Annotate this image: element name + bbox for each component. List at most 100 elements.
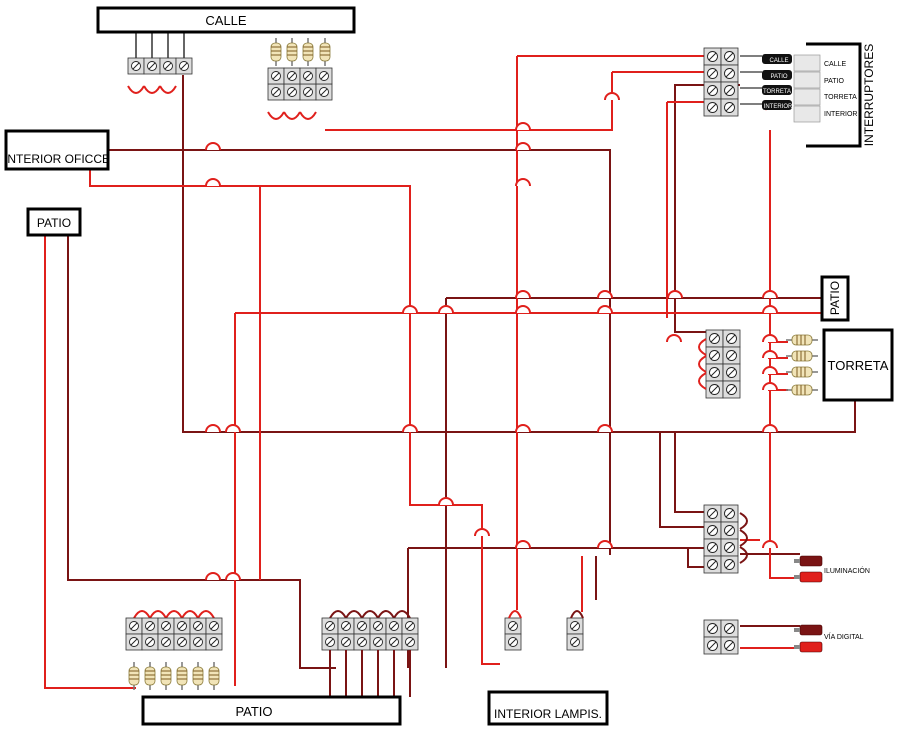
screw-slot — [390, 638, 398, 646]
terminal-block — [127, 57, 193, 75]
resistor-icon — [786, 384, 818, 396]
screw-slot — [288, 72, 296, 80]
resistor-icon — [786, 366, 818, 378]
terminal-block — [125, 617, 223, 635]
wire-hop — [597, 290, 613, 299]
screw-slot — [708, 103, 717, 112]
switch-label-calle: CALLE — [824, 61, 847, 68]
screw-slot — [162, 622, 170, 630]
terminal-block — [705, 329, 741, 399]
screw-slot — [326, 622, 334, 630]
wire-hop — [438, 497, 454, 506]
screw-slot — [725, 86, 734, 95]
patio-bottom-label: PATIO — [235, 704, 272, 719]
terminal-block — [267, 83, 333, 101]
screw-slot — [342, 622, 350, 630]
switch-group: CALLE CALLE PATIO PATIO TORRETA TORRETA … — [762, 54, 857, 123]
switch-tag-torreta: TORRETA — [763, 89, 791, 95]
jumper — [133, 610, 151, 619]
wire-hop — [762, 540, 778, 549]
screw-slot — [342, 638, 350, 646]
switch-patio[interactable]: PATIO PATIO — [762, 70, 845, 89]
wire-torreta-return — [660, 400, 856, 433]
jumper — [267, 111, 285, 120]
jumper — [149, 610, 167, 619]
resistor-icon — [192, 662, 204, 690]
patio-left-label: PATIO — [37, 216, 71, 230]
resistor-icon — [319, 38, 331, 66]
screw-slot — [727, 385, 736, 394]
screw-slot — [708, 86, 717, 95]
calle-label: CALLE — [205, 13, 247, 28]
jumper — [508, 610, 522, 619]
screw-slot — [320, 88, 328, 96]
wire-calle-down — [182, 75, 704, 528]
screw-slot — [146, 638, 154, 646]
screw-slot — [708, 641, 717, 650]
resistor-icon — [786, 350, 818, 362]
screw-slot — [725, 560, 734, 569]
terminal-block — [703, 619, 739, 655]
dark-red-wires — [67, 75, 856, 669]
jumper — [377, 610, 395, 619]
wire-hop — [225, 572, 241, 581]
screw-slot — [148, 62, 156, 70]
switch-label-interior: INTERIOR — [824, 111, 857, 118]
terminal-block — [267, 67, 333, 85]
terminal-block — [321, 617, 419, 635]
screw-slot — [194, 638, 202, 646]
switch-label-torreta: TORRETA — [824, 94, 857, 101]
jumper — [361, 610, 379, 619]
jumper — [143, 85, 161, 94]
screw-slot — [178, 638, 186, 646]
jumper — [283, 111, 301, 120]
screw-slot — [571, 622, 579, 630]
switch-torreta[interactable]: TORRETA TORRETA — [762, 85, 857, 106]
wire-hop — [762, 382, 778, 391]
switch-label-patio: PATIO — [824, 78, 845, 85]
screw-slot — [358, 638, 366, 646]
screw-slot — [210, 622, 218, 630]
screw-slot — [710, 368, 719, 377]
jumper — [739, 512, 748, 530]
jumper — [698, 355, 707, 373]
screw-slot — [132, 62, 140, 70]
via-digital-label: VÍA DIGITAL — [824, 632, 864, 641]
wire-hop — [762, 350, 778, 359]
switch-tag-patio: PATIO — [770, 74, 787, 80]
screw-slot — [162, 638, 170, 646]
screw-slot — [727, 334, 736, 343]
screw-slot — [272, 88, 280, 96]
terminal-block — [504, 633, 522, 651]
screw-slot — [146, 622, 154, 630]
jumper — [197, 610, 215, 619]
screw-slot — [725, 526, 734, 535]
patio-right-box: PATIO — [820, 275, 850, 322]
wire-hop — [762, 334, 778, 343]
screw-slot — [710, 351, 719, 360]
switch-calle[interactable]: CALLE CALLE — [762, 54, 847, 72]
iluminacion-label: ILUMINACIÓN — [824, 566, 870, 575]
switch-interior[interactable]: INTERIOR INTERIOR — [762, 100, 857, 123]
screw-slot — [304, 88, 312, 96]
components — [40, 32, 823, 708]
screw-slot — [358, 622, 366, 630]
resistor-icon — [286, 38, 298, 66]
wire-hop — [515, 142, 531, 151]
wire-office-main — [108, 149, 611, 555]
screw-slot — [727, 368, 736, 377]
jumper — [329, 610, 347, 619]
jumper — [345, 610, 363, 619]
terminal-block — [703, 47, 739, 117]
wire-patio-left-red — [44, 235, 136, 689]
terminal-block — [125, 633, 223, 651]
wire-hop — [762, 305, 778, 314]
wire-hop — [515, 178, 531, 187]
wire-hop — [762, 366, 778, 375]
interior-office-box: INTERIOR OFICCE — [4, 129, 110, 171]
wire-hop — [597, 540, 613, 549]
screw-slot — [725, 52, 734, 61]
resistor-icon — [786, 334, 818, 346]
screw-slot — [725, 641, 734, 650]
screw-slot — [390, 622, 398, 630]
